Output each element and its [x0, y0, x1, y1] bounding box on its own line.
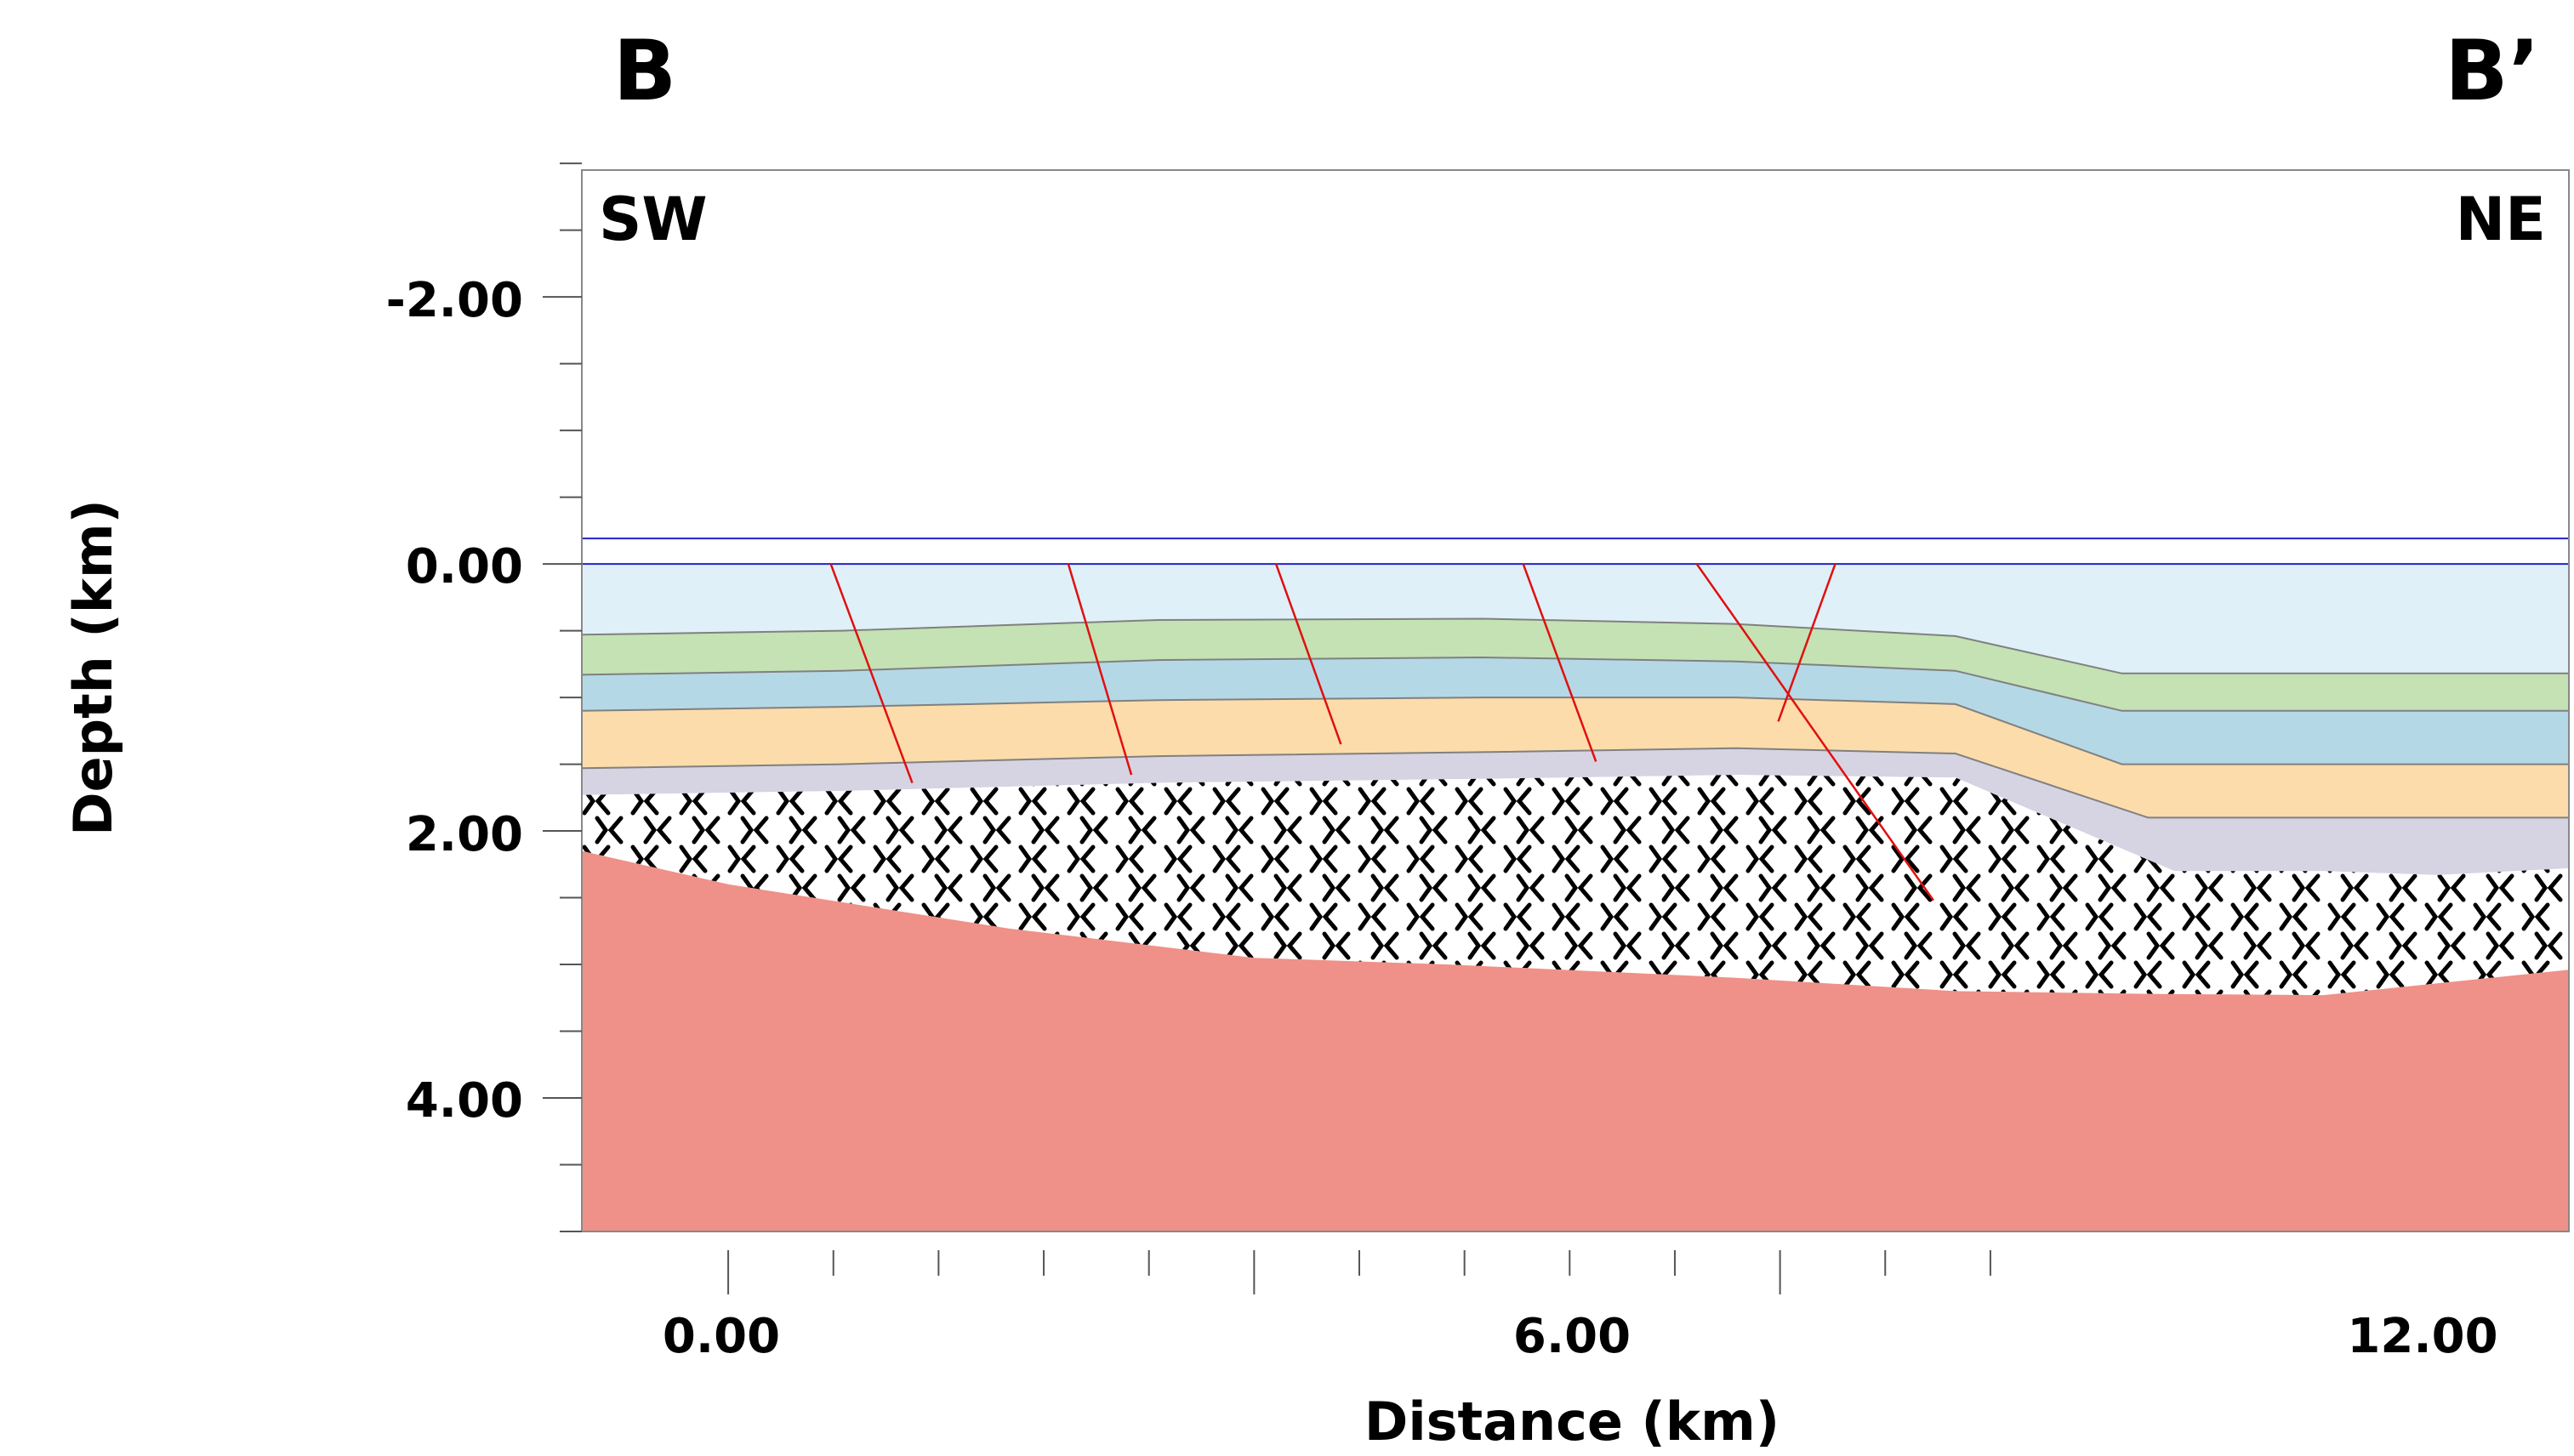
direction-label-ne: NE	[2456, 185, 2546, 254]
unit-green	[582, 618, 2569, 711]
x-tick-label-12: 12.00	[2347, 1309, 2497, 1364]
unit-basement	[582, 850, 2569, 1231]
plot-frame	[581, 169, 2570, 1232]
y-tick-label-neg2: -2.00	[386, 273, 523, 328]
fault-line-2	[1067, 563, 1133, 776]
y-tick-label-4: 4.00	[406, 1073, 523, 1129]
sea-surface	[582, 538, 2569, 565]
plot-area	[582, 537, 2569, 1231]
horizon-line	[582, 697, 2569, 765]
horizon-line	[582, 656, 2569, 712]
fault-line-1	[829, 563, 914, 783]
unit-orange	[582, 697, 2569, 818]
direction-label-sw: SW	[599, 185, 708, 254]
section-end-label: B’	[2445, 23, 2540, 120]
section-start-label: B	[613, 23, 677, 120]
water-column	[582, 564, 2569, 674]
x-tick-label-0: 0.00	[663, 1309, 780, 1364]
fault-line-5	[1695, 563, 1934, 901]
fault-line-4	[1522, 563, 1597, 762]
unit-blue	[582, 657, 2569, 765]
unit-hatched	[582, 775, 2569, 996]
fault-line-6	[1777, 563, 1837, 722]
horizon-line	[582, 747, 2569, 819]
y-tick-label-2: 2.00	[406, 807, 523, 862]
axis-ticks	[543, 162, 1991, 1294]
x-axis-title: Distance (km)	[1364, 1391, 1780, 1452]
horizon-line	[582, 617, 2569, 674]
unit-lavender	[582, 748, 2569, 875]
y-tick-label-0: 0.00	[406, 539, 523, 594]
y-axis-title: Depth (km)	[62, 499, 124, 836]
x-tick-label-6: 6.00	[1513, 1309, 1631, 1364]
fault-line-3	[1274, 563, 1342, 745]
